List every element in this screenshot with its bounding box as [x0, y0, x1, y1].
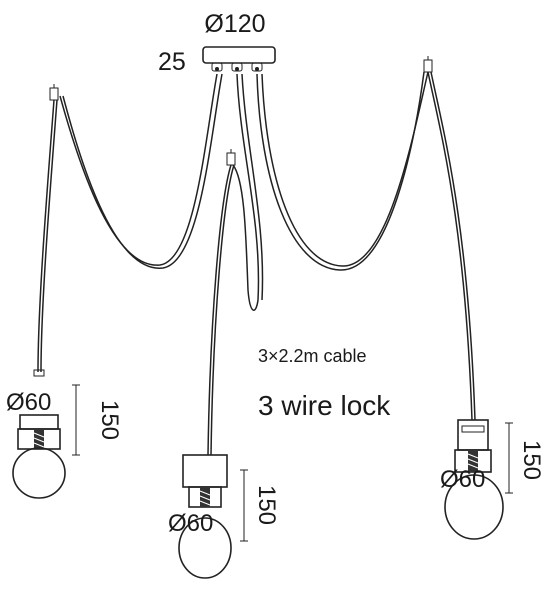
wire-hook-left: [49, 84, 59, 101]
cables: [59, 71, 429, 311]
drop-cord-center: [207, 164, 232, 456]
cable-length-note: 3×2.2m cable: [258, 346, 367, 366]
canopy-diameter-label: Ø120: [204, 10, 265, 38]
drop-cord-left: [37, 99, 55, 373]
pendant-left-diameter-label: Ø60: [6, 389, 51, 416]
pendant-right: [444, 419, 504, 540]
pendant-left: [12, 369, 66, 499]
wire-lock-note: 3 wire lock: [258, 390, 391, 421]
wire-hook-right: [423, 56, 433, 73]
drop-cord-right: [427, 71, 473, 421]
pendant-right-height-label: 150: [518, 440, 545, 480]
pendant-right-height-dimension: [505, 422, 513, 494]
pendant-right-diameter-label: Ø60: [440, 466, 485, 493]
pendant-left-height-label: 150: [96, 400, 123, 440]
wire-hook-center: [226, 149, 236, 166]
ceiling-canopy: [202, 46, 276, 72]
canopy-height-label: 25: [158, 48, 186, 76]
pendant-center: [178, 454, 232, 579]
pendant-center-height-dimension: [240, 469, 248, 542]
pendant-center-diameter-label: Ø60: [168, 510, 213, 537]
pendant-center-height-label: 150: [253, 485, 280, 525]
pendant-left-height-dimension: [72, 384, 80, 456]
